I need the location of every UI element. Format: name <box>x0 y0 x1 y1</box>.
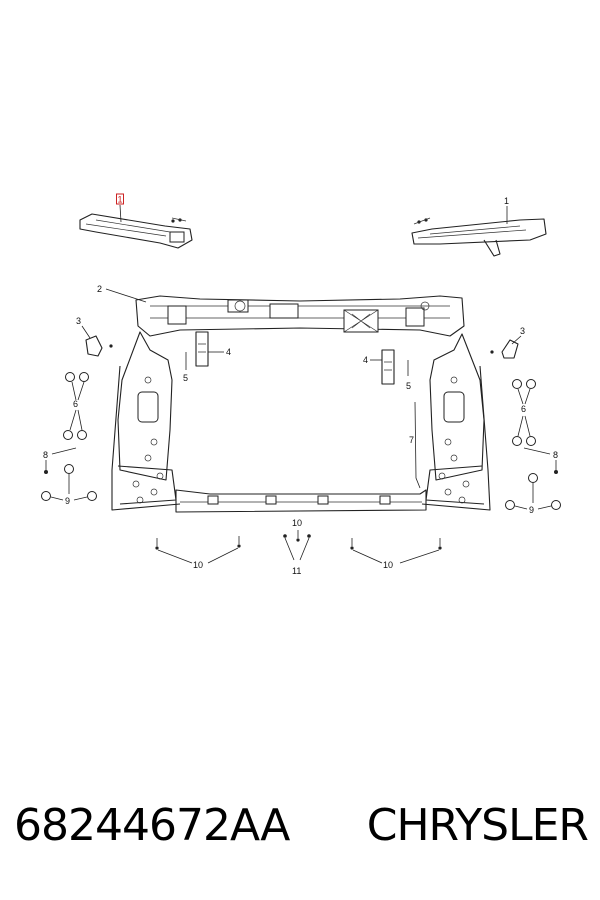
callout-6-right[interactable]: 6 <box>521 404 526 414</box>
callout-4-right[interactable]: 4 <box>363 355 368 365</box>
callout-4-left[interactable]: 4 <box>226 347 231 357</box>
brand-name: CHRYSLER <box>366 800 589 851</box>
rod-7[interactable] <box>414 401 421 489</box>
upper-crossmember-right[interactable] <box>411 217 547 257</box>
callout-9-right[interactable]: 9 <box>529 505 534 515</box>
radiator-support-frame[interactable] <box>111 295 491 513</box>
callout-10-left[interactable]: 10 <box>193 560 203 570</box>
grommets-6-left[interactable] <box>63 372 89 440</box>
bracket-4-left[interactable] <box>195 331 209 367</box>
clips-10-right[interactable] <box>350 538 442 550</box>
pins-11[interactable] <box>283 534 311 561</box>
nuts-9-right[interactable] <box>505 473 561 510</box>
callout-2[interactable]: 2 <box>97 284 102 294</box>
callout-6-left[interactable]: 6 <box>73 399 78 409</box>
nuts-9-left[interactable] <box>41 464 97 501</box>
bracket-right[interactable] <box>490 339 519 359</box>
callout-9-left[interactable]: 9 <box>65 496 70 506</box>
grommets-6-right[interactable] <box>512 379 536 446</box>
callout-10-right[interactable]: 10 <box>383 560 393 570</box>
callout-3-left[interactable]: 3 <box>76 316 81 326</box>
upper-crossmember-left[interactable] <box>79 213 193 249</box>
bracket-4-right[interactable] <box>381 349 395 385</box>
callout-7[interactable]: 7 <box>409 435 414 445</box>
callout-5-left[interactable]: 5 <box>183 373 188 383</box>
callout-1-highlighted[interactable]: 1 <box>118 195 123 205</box>
parts-diagram: 1 1 <box>41 193 561 576</box>
callout-5-right[interactable]: 5 <box>406 381 411 391</box>
clip-10-center[interactable] <box>296 530 300 542</box>
callout-1-highlight-box <box>116 193 124 205</box>
bolt-8-left[interactable] <box>44 460 48 474</box>
callout-1[interactable]: 1 <box>504 196 509 206</box>
part-number: 68244672AA <box>14 800 290 851</box>
bracket-left[interactable] <box>85 335 113 357</box>
callout-3-right[interactable]: 3 <box>520 326 525 336</box>
callout-10-center[interactable]: 10 <box>292 518 302 528</box>
bolt-8-right[interactable] <box>554 460 558 474</box>
callout-8-left[interactable]: 8 <box>43 450 48 460</box>
callout-11[interactable]: 11 <box>292 566 301 576</box>
callout-8-right[interactable]: 8 <box>553 450 558 460</box>
footer: 68244672AA CHRYSLER <box>0 790 600 870</box>
clips-10-left[interactable] <box>155 536 241 550</box>
